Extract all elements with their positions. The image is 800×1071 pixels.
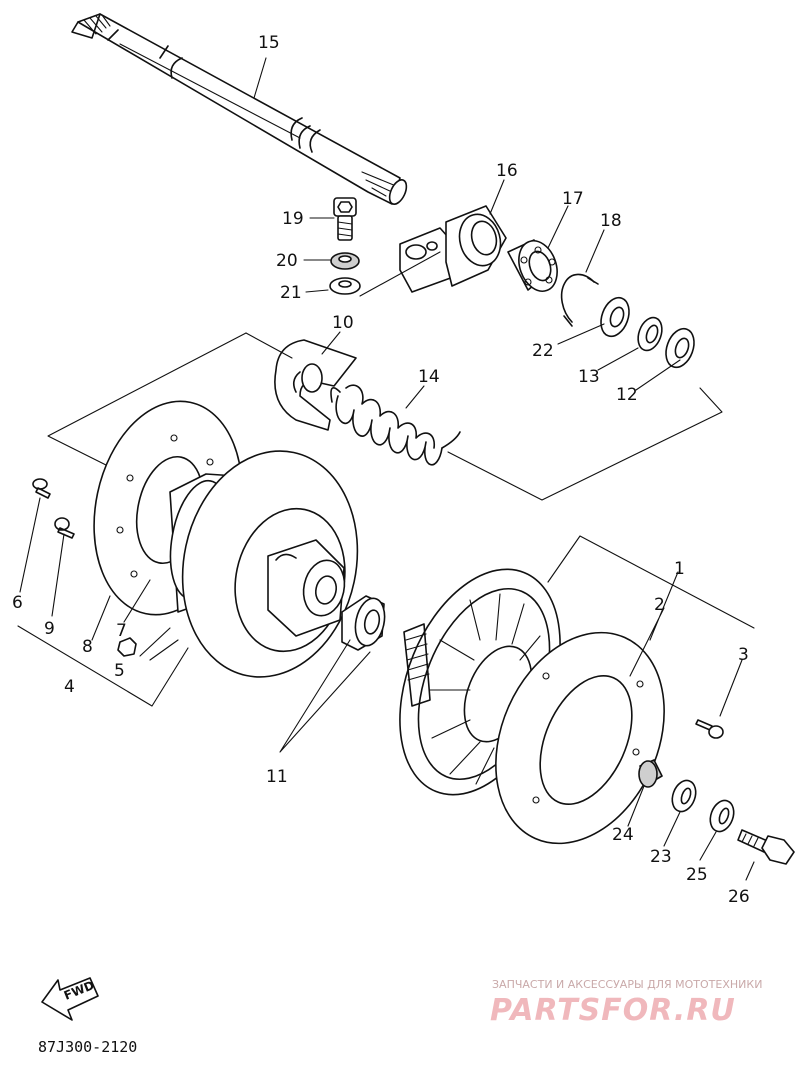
callout-26: 26: [728, 887, 750, 907]
callout-4: 4: [64, 677, 75, 697]
watermark: ЗАПЧАСТИ И АКСЕССУАРЫ ДЛЯ МОТОТЕХНИКИ PA…: [490, 978, 762, 1028]
callout-17: 17: [562, 189, 584, 209]
callout-1: 1: [674, 559, 685, 579]
bolt-9: [54, 517, 75, 539]
bolt-5: [117, 637, 137, 657]
bolt-19: [333, 197, 357, 241]
spring-seat-10: [274, 339, 357, 431]
washer-20: [330, 252, 360, 270]
watermark-caption: ЗАПЧАСТИ И АКСЕССУАРЫ ДЛЯ МОТОТЕХНИКИ: [492, 978, 762, 991]
callout-23: 23: [650, 847, 672, 867]
callout-24: 24: [612, 825, 634, 845]
callout-3: 3: [738, 645, 749, 665]
callout-22: 22: [532, 341, 554, 361]
callout-15: 15: [258, 33, 280, 53]
callout-21: 21: [280, 283, 302, 303]
assembly-frame-right: [279, 535, 755, 753]
assembly-frame-lower-left: [17, 625, 189, 707]
callout-6: 6: [12, 593, 23, 613]
leader-lines: [19, 57, 755, 881]
collar-11: [341, 595, 386, 651]
drive-shaft: [71, 13, 408, 205]
bolt-26: [737, 829, 795, 865]
washer-22: [600, 296, 630, 338]
washer-25: [709, 799, 735, 833]
cover-plate-2: [495, 631, 665, 845]
callout-2: 2: [654, 595, 665, 615]
callout-16: 16: [496, 161, 518, 181]
circlip-18: [560, 273, 599, 327]
callout-10: 10: [332, 313, 354, 333]
callout-14: 14: [418, 367, 440, 387]
assembly-frame-upper: [47, 332, 723, 501]
screw-6: [32, 478, 51, 499]
callout-13: 13: [578, 367, 600, 387]
collar-24: [638, 759, 663, 788]
document-code: 87J300-2120: [38, 1038, 137, 1056]
sheave-4: [181, 450, 359, 678]
spring-14: [330, 384, 461, 466]
watermark-brand: PARTSFOR.RU: [490, 993, 736, 1028]
screw-3: [695, 719, 724, 739]
callout-12: 12: [616, 385, 638, 405]
callout-9: 9: [44, 619, 55, 639]
callout-18: 18: [600, 211, 622, 231]
callout-5: 5: [114, 661, 125, 681]
callout-19: 19: [282, 209, 304, 229]
callout-7: 7: [116, 621, 127, 641]
washer-13: [637, 316, 663, 352]
bearing-17: [507, 239, 558, 292]
callout-25: 25: [686, 865, 708, 885]
callout-8: 8: [82, 637, 93, 657]
callout-11: 11: [266, 767, 288, 787]
washer-23: [671, 779, 697, 813]
callout-20: 20: [276, 251, 298, 271]
bearing-housing-16: [399, 205, 507, 293]
washer-21: [329, 277, 361, 295]
fwd-arrow-icon: FWD: [41, 977, 99, 1021]
callout-labels: 15 16 17 18 19 20 21 10 14 22 13 12 6 9 …: [12, 33, 750, 907]
washer-12: [665, 327, 695, 369]
